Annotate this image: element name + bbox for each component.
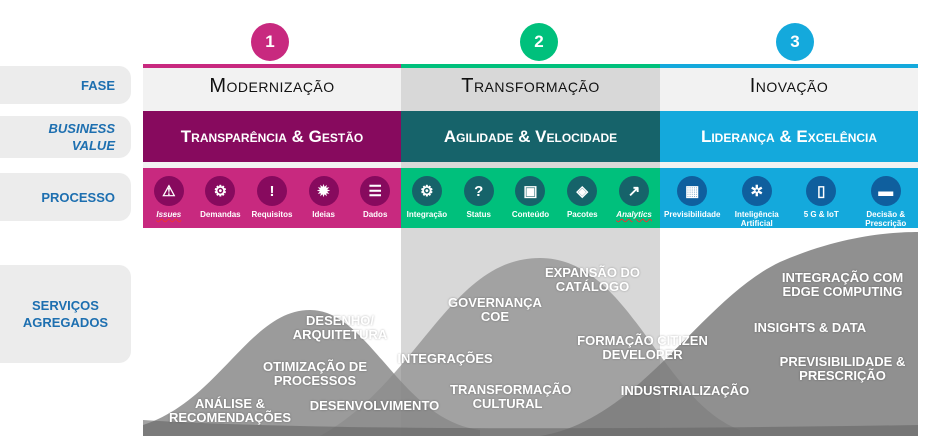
curve-base bbox=[143, 420, 918, 436]
process-item-status[interactable]: ? Status bbox=[453, 176, 505, 219]
calendar-icon: ▦ bbox=[677, 176, 708, 206]
folder-icon: ▣ bbox=[515, 176, 546, 206]
folder-icon: ▬ bbox=[870, 176, 901, 206]
phase-bar-1 bbox=[143, 64, 401, 68]
business-value-2: Agilidade & Velocidade bbox=[401, 111, 660, 162]
service-otimizacao: OTIMIZAÇÃO DE PROCESSOS bbox=[263, 359, 367, 388]
question-icon: ? bbox=[463, 176, 494, 206]
process-item-conte-do[interactable]: ▣ Conteúdo bbox=[505, 176, 557, 219]
process-item-5-g-iot[interactable]: ▯ 5 G & IoT bbox=[793, 176, 849, 219]
process-item-label: Integração bbox=[406, 210, 448, 219]
gears-icon: ⚙ bbox=[411, 176, 442, 206]
phase-name-1: Modernização bbox=[209, 75, 335, 97]
phase-name-3: Inovação bbox=[749, 75, 829, 97]
process-item-pacotes[interactable]: ◈ Pacotes bbox=[556, 176, 608, 219]
process-item-label: Analytics bbox=[616, 210, 652, 219]
process-item-label: Previsibilidade bbox=[664, 210, 721, 219]
process-item-analytics[interactable]: ↗ Analytics bbox=[608, 176, 660, 219]
network-icon: ✲ bbox=[741, 176, 772, 206]
process-item-issues[interactable]: ⚠ Issues bbox=[143, 176, 195, 219]
service-industrializacao: INDUSTRIALIZAÇÃO bbox=[620, 383, 750, 398]
service-previsibilidade: PREVISIBILIDADE & PRESCRIÇÃO bbox=[779, 354, 906, 383]
service-desenvolvimento: DESENVOLVIMENTO bbox=[309, 398, 440, 413]
package-icon: ◈ bbox=[567, 176, 598, 206]
business-value-1: Transparência & Gestão bbox=[143, 111, 401, 162]
service-integracoes: INTEGRAÇÕES bbox=[397, 351, 493, 366]
process-item-label: Issues bbox=[156, 210, 182, 219]
process-item-label: Ideias bbox=[312, 210, 335, 219]
process-item-dados[interactable]: ☰ Dados bbox=[349, 176, 401, 219]
chat-alert-icon: ! bbox=[256, 176, 287, 206]
service-edge: INTEGRAÇÃO COM EDGE COMPUTING bbox=[781, 270, 904, 299]
service-citizen: FORMAÇÃO CITIZEN DEVELOPER bbox=[577, 333, 708, 362]
warning-icon: ⚠ bbox=[153, 176, 184, 206]
phase-number-2: 2 bbox=[520, 23, 558, 61]
phone-icon: ▯ bbox=[806, 176, 837, 206]
process-item-requisitos[interactable]: ! Requisitos bbox=[246, 176, 298, 219]
lightbulb-icon: ✹ bbox=[308, 176, 339, 206]
process-item-label: Conteúdo bbox=[511, 210, 550, 219]
process-item-decis-o-prescri-o[interactable]: ▬ Decisão & Prescrição bbox=[858, 176, 914, 228]
service-desenho: DESENHO/ ARQUITETURA bbox=[292, 313, 388, 342]
phase-bar-3 bbox=[660, 64, 918, 68]
label-business-value: BUSINESS VALUE bbox=[0, 116, 131, 158]
process-item-intelig-ncia-artificial[interactable]: ✲ Inteligência Artificial bbox=[729, 176, 785, 228]
process-item-previsibilidade[interactable]: ▦ Previsibilidade bbox=[664, 176, 720, 219]
phase-number-1: 1 bbox=[251, 23, 289, 61]
phase-name-2: Transformação bbox=[461, 75, 600, 97]
process-item-label: Requisitos bbox=[251, 210, 293, 219]
service-insights: INSIGHTS & DATA bbox=[753, 320, 867, 335]
curve-inovacao bbox=[540, 232, 918, 436]
process-item-demandas[interactable]: ⚙ Demandas bbox=[195, 176, 247, 219]
service-expansao: EXPANSÃO DO CATÁLOGO bbox=[544, 265, 641, 294]
process-item-label: 5 G & IoT bbox=[803, 210, 839, 219]
process-item-label: Demandas bbox=[200, 210, 241, 219]
gear-arrows-icon: ⚙ bbox=[205, 176, 236, 206]
process-item-integra-o[interactable]: ⚙ Integração bbox=[401, 176, 453, 219]
label-fase: FASE bbox=[0, 66, 131, 104]
service-transformacao-cultural: TRANSFORMAÇÃO CULTURAL bbox=[450, 382, 572, 411]
process-item-label: Status bbox=[466, 210, 491, 219]
process-item-label: Inteligência Artificial bbox=[734, 210, 779, 228]
service-governanca: GOVERNANÇA COE bbox=[448, 295, 542, 324]
process-item-label: Dados bbox=[362, 210, 388, 219]
process-item-label: Pacotes bbox=[566, 210, 598, 219]
process-row-3: ▦ Previsibilidade ✲ Inteligência Artificial… bbox=[660, 168, 918, 228]
chart-icon: ↗ bbox=[619, 176, 650, 206]
business-value-3: Liderança & Excelência bbox=[660, 111, 918, 162]
phase-number-3: 3 bbox=[776, 23, 814, 61]
database-icon: ☰ bbox=[360, 176, 391, 206]
process-item-ideias[interactable]: ✹ Ideias bbox=[298, 176, 350, 219]
service-analise: ANÁLISE & RECOMENDAÇÕES bbox=[168, 396, 292, 425]
process-item-label: Decisão & Prescrição bbox=[865, 210, 907, 228]
label-servicos: SERVIÇOS AGREGADOS bbox=[0, 265, 131, 363]
label-processo: PROCESSO bbox=[0, 173, 131, 221]
process-row-1: ⚠ Issues ⚙ Demandas! Requisitos ✹ Ideias ☰ Dados bbox=[143, 168, 401, 228]
phase-bar-2 bbox=[401, 64, 660, 68]
process-row-2: ⚙ Integração? Status ▣ Conteúdo ◈ Pacotes ↗ Anal… bbox=[401, 168, 660, 228]
